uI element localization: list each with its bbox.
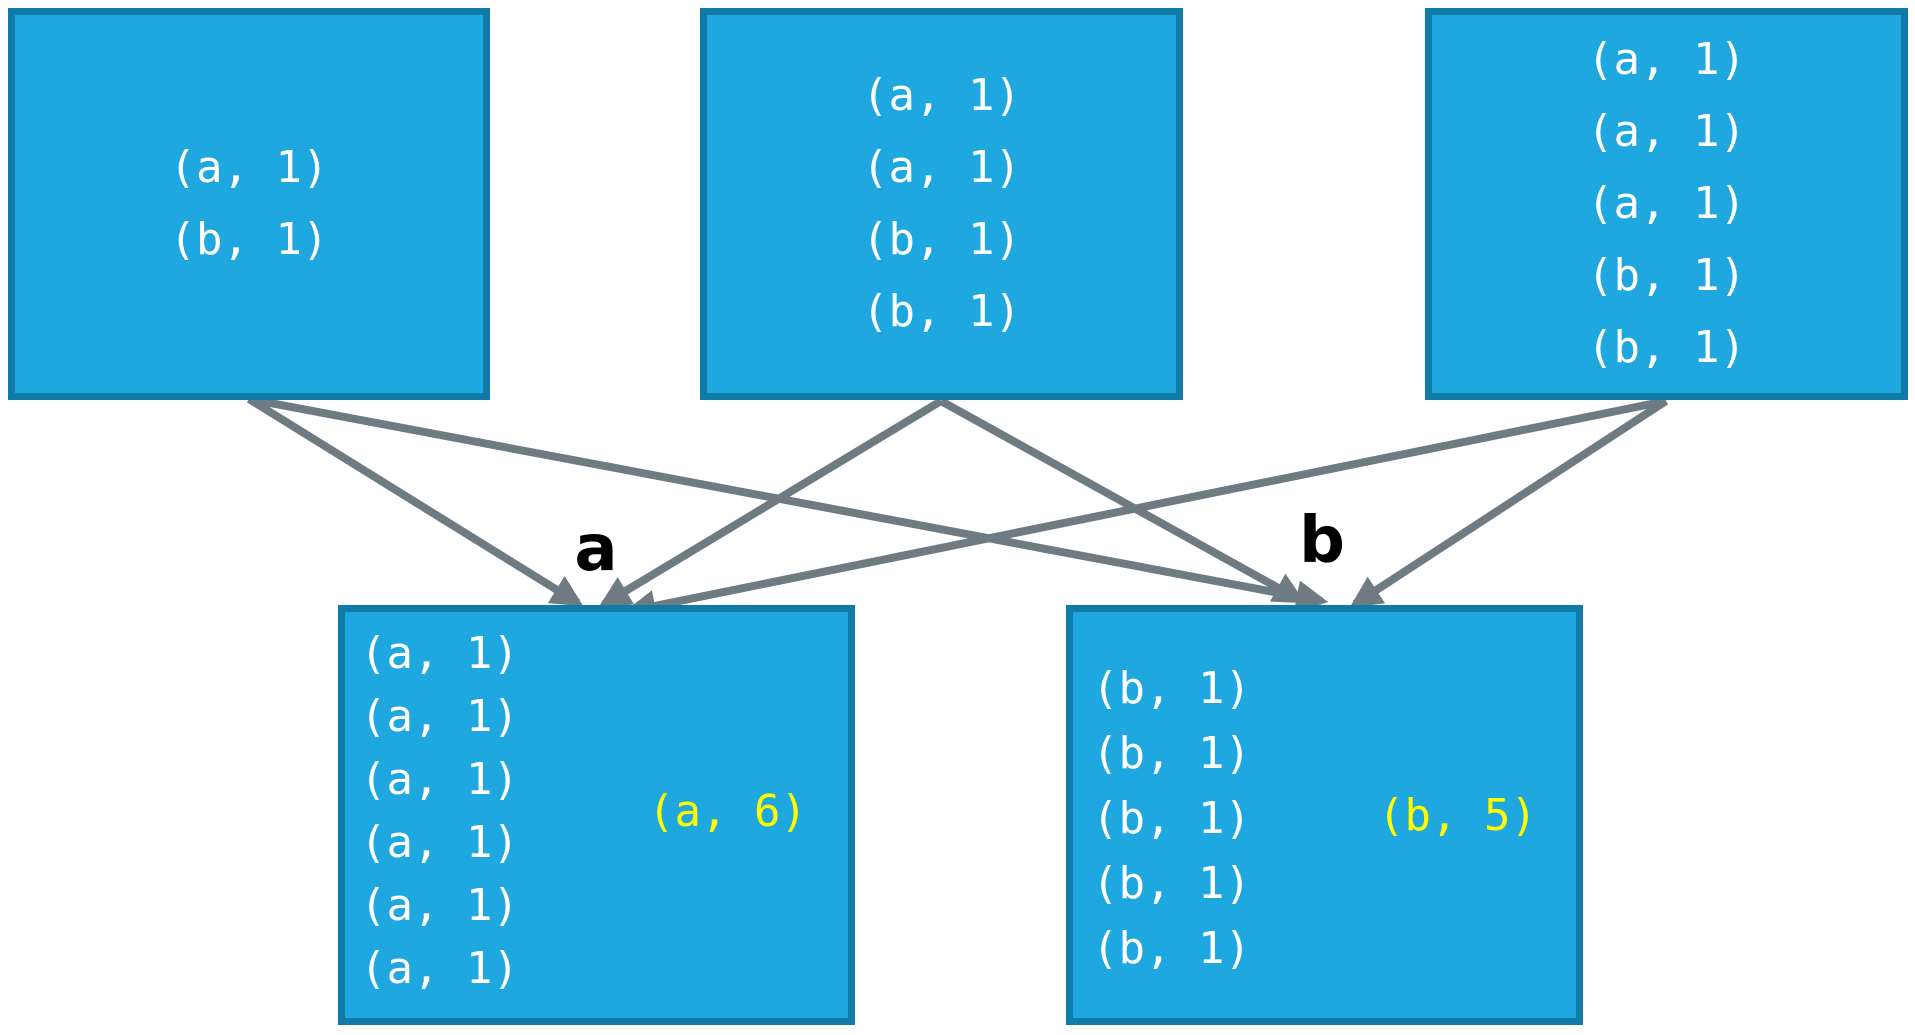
aggregated-result-b: (b, 5) bbox=[1378, 790, 1537, 841]
shuffle-arrow-map2-to-a bbox=[598, 397, 944, 608]
tuple-line: (b, 1) bbox=[1092, 793, 1251, 844]
reduce-key-label-b: b bbox=[1299, 504, 1345, 578]
map-output-box-3: (a, 1) (a, 1) (a, 1) (b, 1) (b, 1) bbox=[1425, 8, 1908, 400]
shuffle-arrow-map3-to-b bbox=[1349, 397, 1669, 608]
shuffle-arrow-map1-to-b bbox=[248, 395, 1329, 612]
tuple-line: (a, 1) bbox=[1587, 106, 1746, 157]
map-output-box-2: (a, 1) (a, 1) (b, 1) (b, 1) bbox=[700, 8, 1183, 400]
aggregated-result-a: (a, 6) bbox=[648, 786, 807, 837]
shuffle-arrow-map3-to-a bbox=[623, 397, 1667, 622]
tuple-line: (b, 1) bbox=[1587, 250, 1746, 301]
shuffle-arrow-map1-to-a bbox=[246, 395, 584, 607]
reduce-group-box-a: (a, 1) (a, 1) (a, 1) (a, 1) (a, 1) (a, 1… bbox=[338, 605, 855, 1025]
tuple-line: (a, 1) bbox=[1587, 34, 1746, 85]
reduce-key-label-a: a bbox=[574, 512, 618, 586]
tuple-line: (a, 1) bbox=[360, 880, 519, 931]
tuple-line: (b, 1) bbox=[1092, 728, 1251, 779]
tuple-line: (a, 1) bbox=[1587, 178, 1746, 229]
tuple-line: (b, 1) bbox=[862, 214, 1021, 265]
tuple-line: (a, 1) bbox=[360, 691, 519, 742]
tuple-line: (b, 1) bbox=[1092, 858, 1251, 909]
tuple-line: (a, 1) bbox=[360, 628, 519, 679]
reduce-group-box-b: (b, 1) (b, 1) (b, 1) (b, 1) (b, 1) bbox=[1066, 605, 1583, 1025]
shuffle-arrow-map2-to-b bbox=[939, 397, 1306, 604]
tuple-line: (b, 1) bbox=[1587, 322, 1746, 373]
tuple-line: (b, 1) bbox=[862, 286, 1021, 337]
tuple-line: (a, 1) bbox=[360, 817, 519, 868]
tuple-line: (b, 1) bbox=[1092, 663, 1251, 714]
map-output-box-1: (a, 1) (b, 1) bbox=[8, 8, 490, 400]
tuple-line: (a, 1) bbox=[169, 142, 329, 193]
tuple-line: (a, 1) bbox=[360, 943, 519, 994]
tuple-line: (b, 1) bbox=[169, 214, 329, 265]
tuple-line: (a, 1) bbox=[862, 142, 1021, 193]
tuple-line: (b, 1) bbox=[1092, 923, 1251, 974]
tuple-line: (a, 1) bbox=[360, 754, 519, 805]
tuple-line: (a, 1) bbox=[862, 70, 1021, 121]
